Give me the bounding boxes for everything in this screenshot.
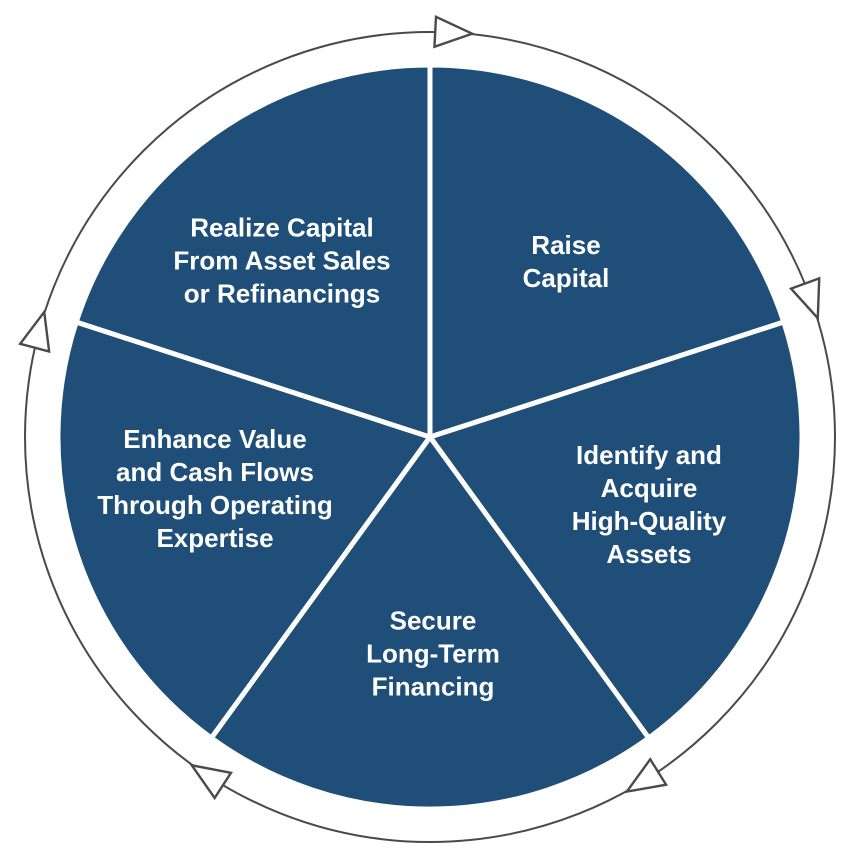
clockwise-arrow-icon bbox=[624, 757, 669, 794]
clockwise-arrow-icon bbox=[433, 14, 476, 49]
clockwise-arrow-icon bbox=[18, 308, 51, 354]
slice-secure-long-term-financing bbox=[208, 434, 652, 812]
clockwise-arrow-icon bbox=[788, 276, 821, 322]
slice-identify-and-acquire-high-quality-assets bbox=[427, 319, 805, 741]
clockwise-arrow-icon bbox=[189, 763, 233, 801]
slice-raise-capital bbox=[427, 62, 787, 440]
outer-ring-circle bbox=[24, 31, 836, 843]
slice-realize-capital-from-asset-sales bbox=[73, 62, 433, 440]
slice-enhance-value-and-cash-flows bbox=[55, 319, 433, 741]
